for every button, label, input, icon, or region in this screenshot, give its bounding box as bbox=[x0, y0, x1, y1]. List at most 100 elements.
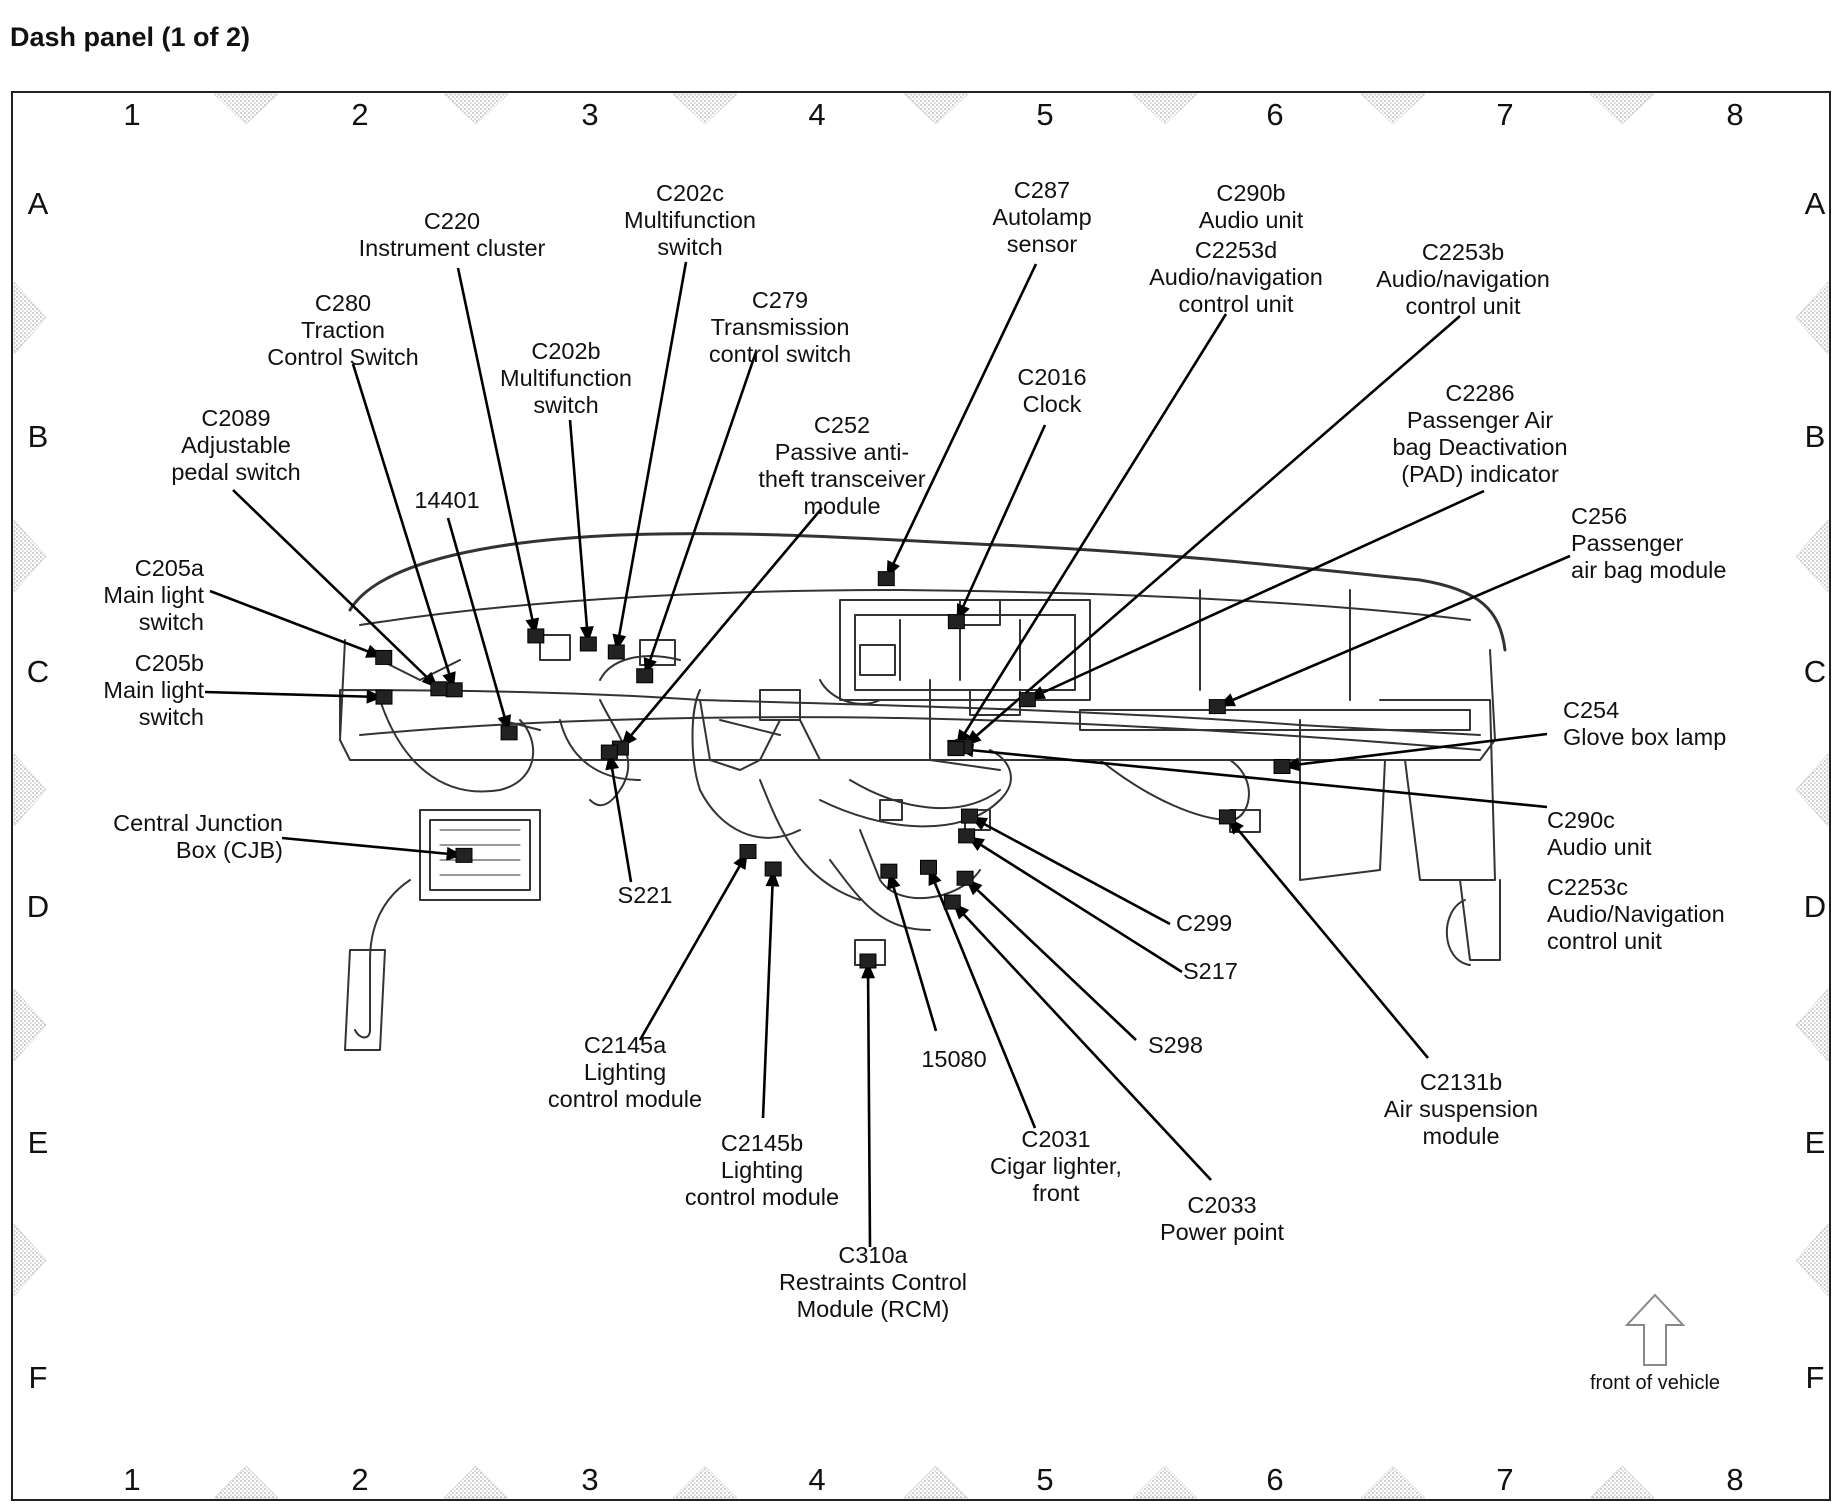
grid-row-B-right: B bbox=[1804, 419, 1826, 454]
callout-description: control unit bbox=[1405, 293, 1521, 319]
grid-marker-right bbox=[1795, 281, 1829, 355]
grid-row-C-right: C bbox=[1803, 654, 1827, 689]
grid-marker-bottom bbox=[1360, 1465, 1426, 1499]
callout-description: Cigar lighter, bbox=[990, 1153, 1122, 1179]
callout-description: Transmission bbox=[710, 314, 850, 340]
grid-marker-right bbox=[1795, 519, 1829, 593]
callout-description: Lighting bbox=[720, 1157, 804, 1183]
callout-code: C280 bbox=[314, 290, 372, 316]
leader-line bbox=[1285, 732, 1548, 768]
grid-column-7-bottom: 7 bbox=[1496, 1462, 1514, 1497]
callout-description: bag Deactivation bbox=[1392, 434, 1568, 460]
grid-column-8-top: 8 bbox=[1726, 97, 1744, 132]
connector-marker bbox=[947, 614, 965, 630]
front-of-vehicle-caption: front of vehicle bbox=[1589, 1372, 1721, 1394]
callout-code: 14401 bbox=[414, 487, 480, 513]
leader-line bbox=[608, 755, 633, 883]
callout-code: C2089 bbox=[201, 405, 271, 431]
diagram-frame bbox=[11, 91, 1831, 1501]
callout-description: Glove box lamp bbox=[1563, 724, 1727, 750]
grid-row-C-left: C bbox=[26, 654, 50, 689]
grid-marker-right bbox=[1795, 988, 1829, 1062]
grid-marker-left bbox=[13, 753, 47, 827]
callout-code: C279 bbox=[751, 287, 809, 313]
grid-marker-top bbox=[213, 93, 279, 125]
grid-row-A-right: A bbox=[1804, 186, 1826, 221]
connector-marker bbox=[445, 682, 463, 698]
callout-description: Audio/navigation bbox=[1149, 264, 1323, 290]
connector-marker bbox=[956, 870, 974, 886]
callout-description: Power point bbox=[1159, 1219, 1285, 1245]
leader-arrowhead bbox=[861, 961, 876, 979]
leader-line bbox=[1030, 489, 1485, 700]
callout-description: Box (CJB) bbox=[175, 837, 283, 863]
callout-code: C2031 bbox=[1021, 1126, 1091, 1152]
grid-marker-bottom bbox=[443, 1465, 509, 1499]
leader-line bbox=[888, 874, 938, 1032]
grid-row-D-right: D bbox=[1803, 889, 1827, 924]
leader-line bbox=[972, 816, 1171, 926]
callout-description: control unit bbox=[1547, 928, 1662, 954]
connector-marker bbox=[636, 668, 654, 684]
leader-line bbox=[638, 854, 748, 1041]
leader-arrowhead bbox=[579, 626, 594, 644]
callout-description: Restraints Control bbox=[778, 1269, 968, 1295]
connector-marker bbox=[943, 894, 961, 910]
callout-description: Adjustable bbox=[181, 432, 291, 458]
callout-description: Multifunction bbox=[624, 207, 756, 233]
connector-marker bbox=[527, 628, 545, 644]
dash-panel-illustration bbox=[339, 532, 1507, 1051]
callout-description: Module (RCM) bbox=[796, 1296, 950, 1322]
leader-line bbox=[351, 363, 455, 687]
callout-code: C220 bbox=[423, 208, 481, 234]
grid-marker-bottom bbox=[1132, 1465, 1198, 1499]
leader-arrowhead bbox=[765, 869, 780, 887]
callout-description: Air suspension bbox=[1383, 1096, 1539, 1122]
grid-column-2-top: 2 bbox=[351, 97, 369, 132]
callout-description: Clock bbox=[1022, 391, 1082, 417]
leader-arrowhead bbox=[366, 689, 384, 704]
connector-marker bbox=[579, 636, 597, 652]
callout-description: module bbox=[803, 493, 881, 519]
callout-description: sensor bbox=[1006, 231, 1078, 257]
leader-line bbox=[615, 261, 688, 649]
grid-row-B-left: B bbox=[27, 419, 49, 454]
leader-line bbox=[281, 836, 461, 857]
grid-marker-right bbox=[1795, 1223, 1829, 1297]
grid-column-6-top: 6 bbox=[1266, 97, 1284, 132]
callout-code: C287 bbox=[1013, 177, 1071, 203]
callout-code: C202b bbox=[531, 338, 601, 364]
callout-description: Audio unit bbox=[1547, 834, 1652, 860]
callout-description: control module bbox=[684, 1184, 840, 1210]
callout-description: module bbox=[1422, 1123, 1500, 1149]
callout-code: C2016 bbox=[1017, 364, 1087, 390]
callout-description: Control Switch bbox=[267, 344, 419, 370]
connector-marker bbox=[919, 859, 937, 875]
leader-line bbox=[568, 419, 590, 641]
front-of-vehicle-arrow bbox=[1624, 1293, 1686, 1366]
grid-marker-top bbox=[672, 93, 738, 125]
callout-description: Audio unit bbox=[1198, 207, 1304, 233]
callout-description: switch bbox=[657, 234, 723, 260]
connector-marker bbox=[1218, 809, 1236, 825]
callout-description: Autolamp bbox=[992, 204, 1092, 230]
leader-line bbox=[232, 489, 437, 687]
grid-marker-bottom bbox=[672, 1465, 738, 1499]
grid-marker-bottom bbox=[1589, 1465, 1655, 1499]
callout-code: C2253d bbox=[1194, 237, 1278, 263]
connector-marker bbox=[375, 689, 393, 705]
